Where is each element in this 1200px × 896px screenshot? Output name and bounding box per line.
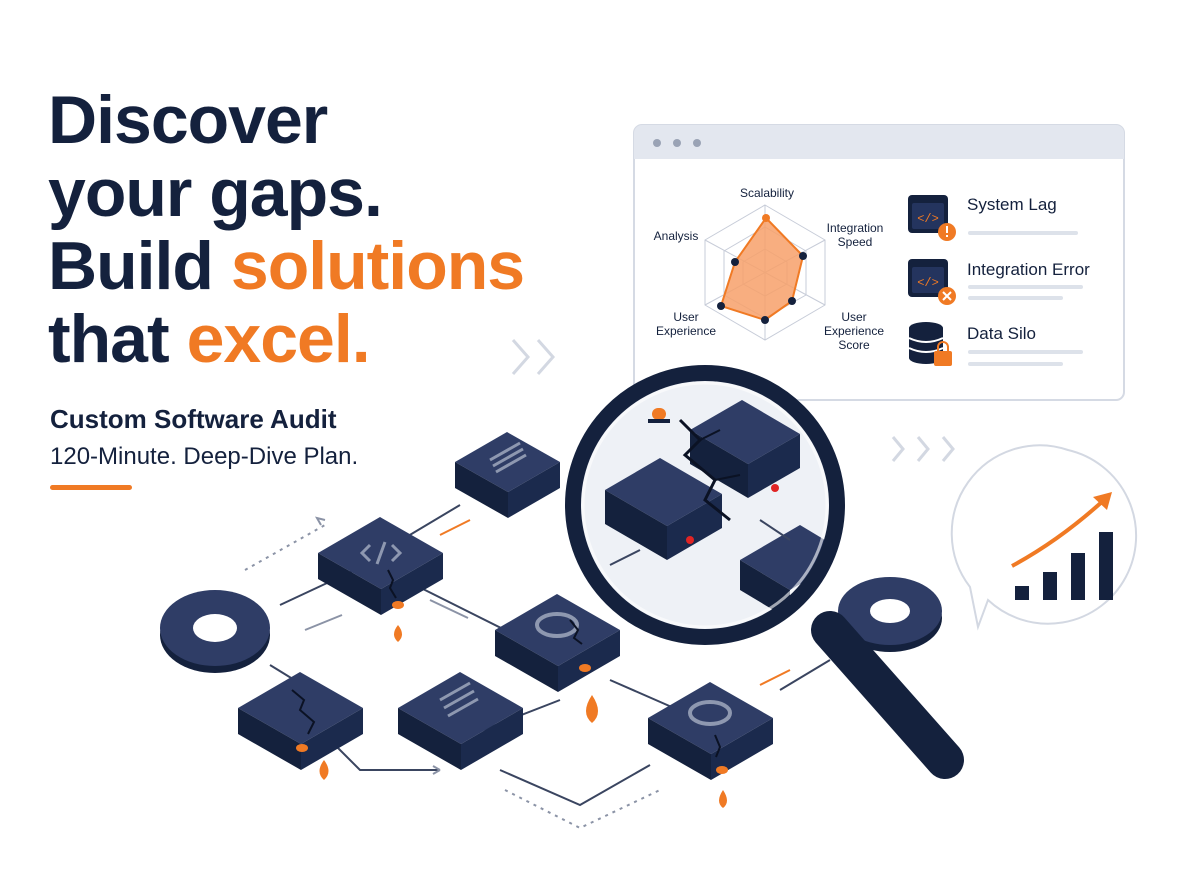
leak-drops [296, 601, 728, 808]
radar-label-line: Experience [655, 324, 717, 338]
server-block [455, 432, 560, 518]
radar-chart [704, 204, 826, 341]
window-dot-icon [653, 139, 661, 147]
headline-that: that [48, 301, 170, 377]
radar-label-line: User [673, 310, 699, 324]
radar-label-line: Speed [837, 235, 873, 249]
window-dot-icon [673, 139, 681, 147]
dashboard-window [633, 124, 1125, 401]
flow-arrows [304, 516, 791, 775]
headline-excel: excel. [186, 301, 371, 377]
headline-solutions: solutions [230, 228, 525, 304]
svg-text:</>: </> [917, 276, 939, 290]
radar-label-analysis: Analysis [653, 229, 699, 243]
issue-system-lag: System Lag [967, 195, 1057, 214]
headline-line-3: Build solutions [48, 228, 525, 304]
radar-label-scalability: Scalability [739, 186, 795, 200]
gear-block [495, 594, 620, 692]
headline: Discover your gaps. Build solutions that… [48, 82, 525, 376]
headline-line-1: Discover [48, 82, 328, 158]
arrow-up-icon [1093, 492, 1112, 510]
audit-detail: 120-Minute. Deep-Dive Plan. [50, 443, 359, 470]
radar-point [761, 316, 769, 324]
code-window-error-icon: </> [908, 259, 956, 305]
radar-label-line: User [841, 310, 867, 324]
growth-chart-bubble [950, 444, 1138, 631]
chevron-right-icon [511, 339, 556, 375]
radar-point [731, 258, 739, 266]
gear-icon [160, 590, 270, 673]
gear-block [648, 682, 773, 780]
headline-line-4: that excel. [48, 303, 524, 376]
radar-label-line: Integration [826, 221, 884, 235]
radar-point [788, 297, 796, 305]
database-lock-icon [908, 322, 952, 366]
radar-label-line: Score [838, 338, 870, 352]
magnifier-icon [565, 365, 964, 779]
radar-label-line: Experience [823, 324, 885, 338]
issue-data-silo: Data Silo [967, 324, 1036, 343]
document-block [398, 672, 523, 770]
window-dot-icon [693, 139, 701, 147]
headline-build: Build [48, 228, 214, 304]
radar-point [762, 214, 770, 222]
chevron-right-icon [891, 436, 955, 462]
radar-point [799, 252, 807, 260]
code-block [318, 517, 443, 615]
accent-underline [50, 485, 132, 490]
gear-icon [838, 577, 942, 652]
audit-title: Custom Software Audit [50, 404, 337, 434]
issue-placeholder-lines [968, 231, 1083, 366]
svg-text:</>: </> [917, 212, 939, 226]
cracked-block [238, 672, 363, 770]
code-window-warning-icon: </> [908, 195, 956, 241]
issue-integration-error: Integration Error [967, 260, 1090, 279]
radar-point [717, 302, 725, 310]
headline-line-2: your gaps. [48, 155, 383, 231]
